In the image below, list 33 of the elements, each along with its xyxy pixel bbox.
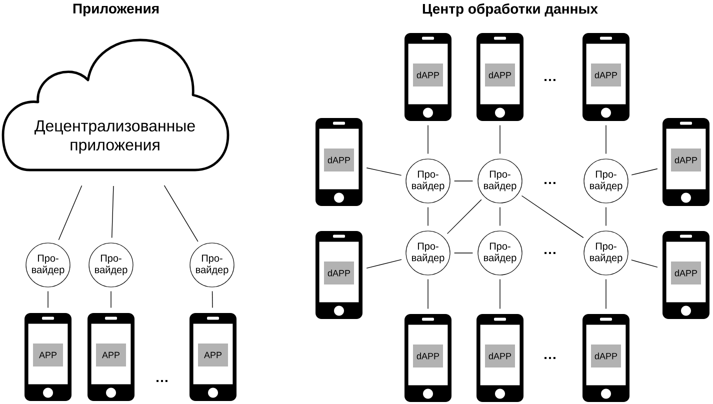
phone: dAPP [404,33,452,121]
connector-line [58,185,82,240]
ellipsis: … [544,252,556,254]
phone: dAPP [582,33,630,121]
ellipsis: … [544,78,556,82]
phone: dAPP [316,118,362,206]
connector-line [112,186,114,238]
heading: Центр обработки данных [422,3,598,17]
heading: Приложения [73,4,159,16]
connector-line [521,195,584,238]
phone: dAPP [316,231,362,319]
connector-line [454,180,474,182]
phone: APP [190,313,236,401]
connector-line [366,259,402,269]
connector-line [446,199,482,234]
phone: dAPP [404,314,452,402]
connector-line [454,252,474,254]
ellipsis: … [156,380,168,382]
connector-line [164,185,198,242]
phone: dAPP [662,231,710,319]
phone: APP [24,313,72,401]
connector-line [631,260,658,268]
phone: dAPP [662,118,710,206]
ellipsis: … [544,182,556,184]
connector-line [631,168,658,176]
ellipsis: … [544,356,556,360]
phone: dAPP [476,33,524,121]
connector-line [212,290,213,308]
phone: dAPP [476,314,524,402]
phone: APP [88,313,134,401]
connector-line [110,290,112,308]
phone: dAPP [582,314,630,402]
connector-line [366,168,402,176]
